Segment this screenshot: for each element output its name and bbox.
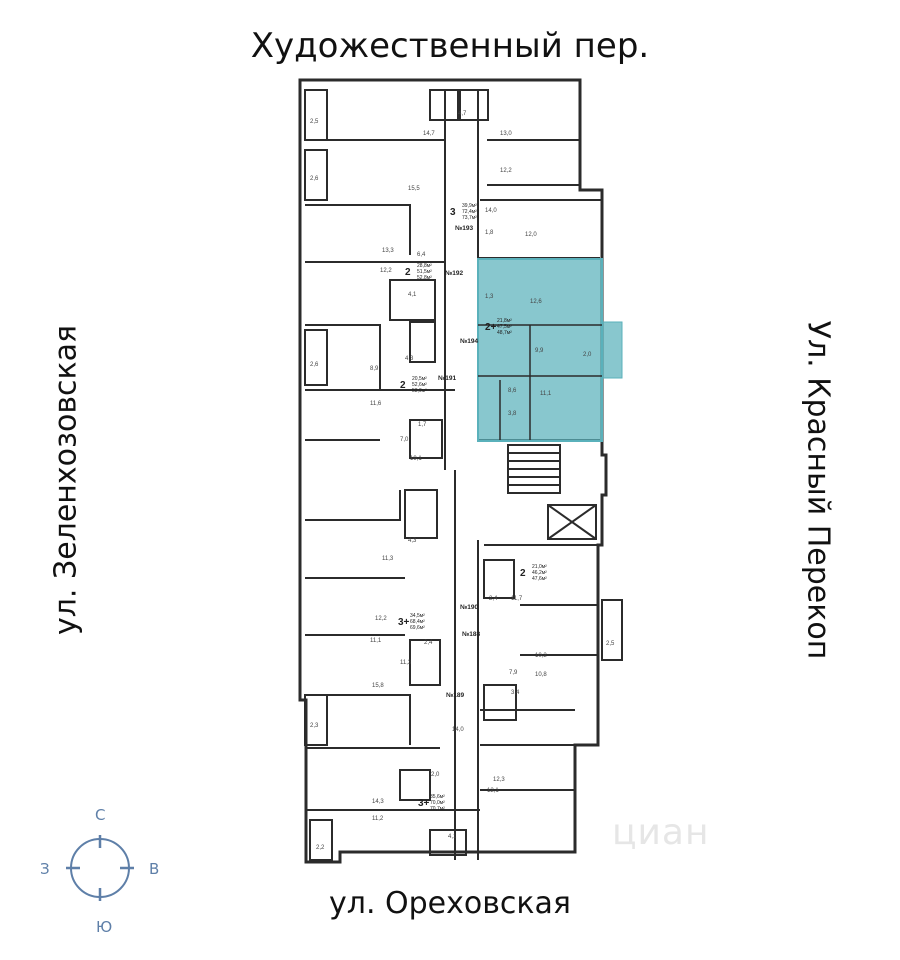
apartment-rooms-label: 3+ xyxy=(418,798,430,809)
apartment-number-label: №192 xyxy=(445,270,463,277)
room-area-label: 19,1 xyxy=(410,456,422,462)
apartment-area-label: 21,0м² xyxy=(532,564,547,570)
compass-north-label: С xyxy=(95,806,106,824)
room-area-label: 2,4 xyxy=(489,596,498,602)
apartment-194-walls xyxy=(478,324,602,440)
room-area-label: 11,2 xyxy=(372,816,384,822)
apartment-area-label: 70,7м² xyxy=(430,806,445,812)
room-area-label: 14,0 xyxy=(452,727,464,733)
room-area-label: 12,0 xyxy=(525,232,537,238)
apartment-area-label: 34,5м² xyxy=(410,613,425,619)
apartment-area-label: 73,7м² xyxy=(462,215,477,221)
apartment-number-label: №191 xyxy=(438,375,456,382)
room-area-label: 14,0 xyxy=(485,208,497,214)
room-area-label: 4,3 xyxy=(405,356,414,362)
room-area-label: 6,4 xyxy=(417,252,426,258)
compass-south-label: Ю xyxy=(96,918,113,936)
room-area-label: 14,7 xyxy=(423,131,435,137)
apartment-number-label: №190 xyxy=(460,604,478,611)
room-area-label: 12,1 xyxy=(487,788,499,794)
apartment-rooms-label: 2 xyxy=(405,267,411,278)
room-area-label: 4,1 xyxy=(408,292,417,298)
room-area-label: 2,4 xyxy=(424,640,433,646)
apartment-area-label: 68,4м² xyxy=(410,619,425,625)
apartment-area-label: 35,6м² xyxy=(430,794,445,800)
room-area-label: 2,2 xyxy=(316,845,325,851)
room-area-label: 8,9 xyxy=(370,366,379,372)
room-area-label: 3,4 xyxy=(511,690,520,696)
room-area-label: 15,5 xyxy=(408,186,420,192)
room-area-label: 7,9 xyxy=(509,670,518,676)
room-area-label: 4,7 xyxy=(458,111,467,117)
room-area-label: 11,3 xyxy=(382,556,394,562)
apartment-area-label: 48,7м² xyxy=(497,330,512,336)
apartment-rooms-label: 3+ xyxy=(398,617,410,628)
room-area-label: 13,0 xyxy=(500,131,512,137)
apartment-area-label: 39,9м² xyxy=(462,203,477,209)
room-area-label: 12,2 xyxy=(500,168,512,174)
apartment-area-label: 72,4м² xyxy=(462,209,477,215)
apartment-area-label: 47,6м² xyxy=(532,576,547,582)
apartment-area-label: 53,9м² xyxy=(412,388,427,394)
room-area-label: 2,3 xyxy=(310,723,319,729)
room-area-label: 1,8 xyxy=(485,230,494,236)
room-area-label: 2,0 xyxy=(583,352,592,358)
apartment-number-label: №189 xyxy=(446,692,464,699)
room-area-label: 12,3 xyxy=(493,777,505,783)
apartment-number-label: №194 xyxy=(460,338,478,345)
room-area-label: 2,5 xyxy=(606,641,615,647)
room-area-label: 4,1 xyxy=(448,834,457,840)
apartment-rooms-label: 2 xyxy=(400,380,406,391)
floor-plan-walls xyxy=(298,78,623,864)
apartment-area-label: 28,8м² xyxy=(417,263,432,269)
room-area-label: 8,6 xyxy=(508,388,517,394)
apartment-area-label: 47,5м² xyxy=(497,324,512,330)
watermark-logo: циан xyxy=(612,812,710,853)
apartment-area-label: 46,2м² xyxy=(532,570,547,576)
room-area-label: 14,3 xyxy=(372,799,384,805)
room-area-label: 11,6 xyxy=(370,401,382,407)
apartment-rooms-label: 2+ xyxy=(485,322,497,333)
room-area-label: 3,8 xyxy=(508,411,517,417)
room-area-label: 11,3 xyxy=(400,660,412,666)
apartment-area-label: 51,5м² xyxy=(417,269,432,275)
room-area-label: 12,6 xyxy=(530,299,542,305)
compass-east-label: В xyxy=(149,860,160,878)
apartment-area-label: 21,8м² xyxy=(497,318,512,324)
room-area-label: 11,1 xyxy=(370,638,382,644)
room-area-label: 2,0 xyxy=(431,772,440,778)
compass-west-label: З xyxy=(40,860,50,878)
room-area-label: 1,3 xyxy=(485,294,494,300)
street-label-north: Художественный пер. xyxy=(250,26,650,66)
room-area-label: 7,0 xyxy=(400,437,409,443)
apartment-rooms-label: 2 xyxy=(520,568,526,579)
room-area-label: 10,2 xyxy=(535,653,547,659)
room-area-label: 2,6 xyxy=(310,362,319,368)
room-area-label: 2,6 xyxy=(310,176,319,182)
apartment-area-label: 70,0м² xyxy=(430,800,445,806)
room-area-label: 11,1 xyxy=(540,391,552,397)
apartment-number-label: №188 xyxy=(462,631,480,638)
room-area-label: 13,3 xyxy=(382,248,394,254)
apartment-number-label: №193 xyxy=(455,225,473,232)
apartment-area-label: 69,6м² xyxy=(410,625,425,631)
room-area-label: 2,5 xyxy=(310,119,319,125)
street-label-south: ул. Ореховская xyxy=(329,886,571,921)
room-area-label: 4,3 xyxy=(408,538,417,544)
room-area-label: 9,9 xyxy=(535,348,544,354)
room-area-label: 10,8 xyxy=(535,672,547,678)
room-area-label: 12,2 xyxy=(375,616,387,622)
apartment-area-label: 20,5м² xyxy=(412,376,427,382)
room-area-label: 11,7 xyxy=(511,596,523,602)
apartment-area-label: 52,8м² xyxy=(417,275,432,281)
room-area-label: 1,7 xyxy=(418,422,427,428)
apartment-194-balcony xyxy=(601,321,623,379)
room-area-label: 15,8 xyxy=(372,683,384,689)
room-area-label: 12,2 xyxy=(380,268,392,274)
apartment-area-label: 52,6м² xyxy=(412,382,427,388)
apartment-rooms-label: 3 xyxy=(450,207,456,218)
compass-icon xyxy=(66,835,134,901)
